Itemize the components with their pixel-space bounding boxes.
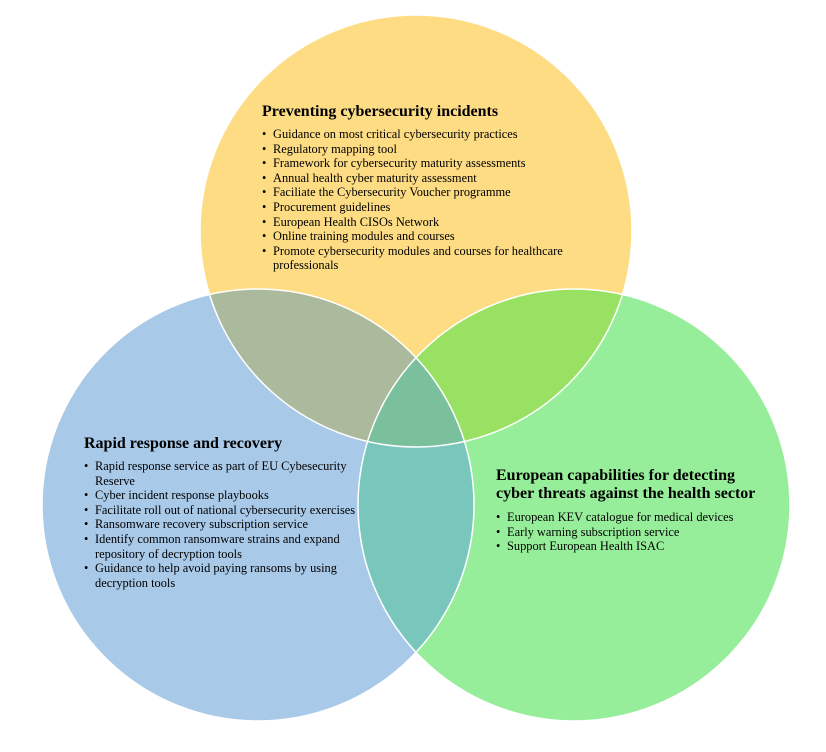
overlap-top-left [200, 289, 474, 447]
list-item: Online training modules and courses [262, 229, 582, 244]
list-item: Support European Health ISAC [496, 539, 764, 554]
detecting-section: European capabilities for detecting cybe… [496, 467, 764, 554]
list-item: Ransomware recovery subscription service [84, 517, 356, 532]
list-item: European Health CISOs Network [262, 215, 582, 230]
list-item: Early warning subscription service [496, 525, 764, 540]
outline-left [41, 288, 475, 722]
list-item: Guidance on most critical cybersecurity … [262, 127, 582, 142]
list-item: Annual health cyber maturity assessment [262, 171, 582, 186]
detecting-list: European KEV catalogue for medical devic… [496, 510, 764, 554]
list-item: European KEV catalogue for medical devic… [496, 510, 764, 525]
rapid-response-section: Rapid response and recovery Rapid respon… [84, 435, 356, 590]
preventing-section: Preventing cybersecurity incidents Guida… [262, 103, 582, 273]
preventing-list: Guidance on most critical cybersecurity … [262, 127, 582, 273]
rapid-response-list: Rapid response service as part of EU Cyb… [84, 459, 356, 590]
list-item: Facilitate roll out of national cybersec… [84, 503, 356, 518]
list-item: Rapid response service as part of EU Cyb… [84, 459, 356, 488]
list-item: Faciliate the Cybersecurity Voucher prog… [262, 185, 582, 200]
list-item: Guidance to help avoid paying ransoms by… [84, 561, 356, 590]
list-item: Regulatory mapping tool [262, 142, 582, 157]
detecting-title: European capabilities for detecting cybe… [496, 467, 756, 502]
list-item: Cyber incident response playbooks [84, 488, 356, 503]
list-item: Promote cybersecurity modules and course… [262, 244, 582, 273]
list-item: Procurement guidelines [262, 200, 582, 215]
overlap-top-right [358, 289, 632, 447]
list-item: Framework for cybersecurity maturity ass… [262, 156, 582, 171]
outline-top [199, 14, 633, 448]
rapid-response-title: Rapid response and recovery [84, 435, 283, 452]
outline-right [357, 288, 791, 722]
list-item: Identify common ransomware strains and e… [84, 532, 356, 561]
preventing-title: Preventing cybersecurity incidents [262, 103, 499, 120]
